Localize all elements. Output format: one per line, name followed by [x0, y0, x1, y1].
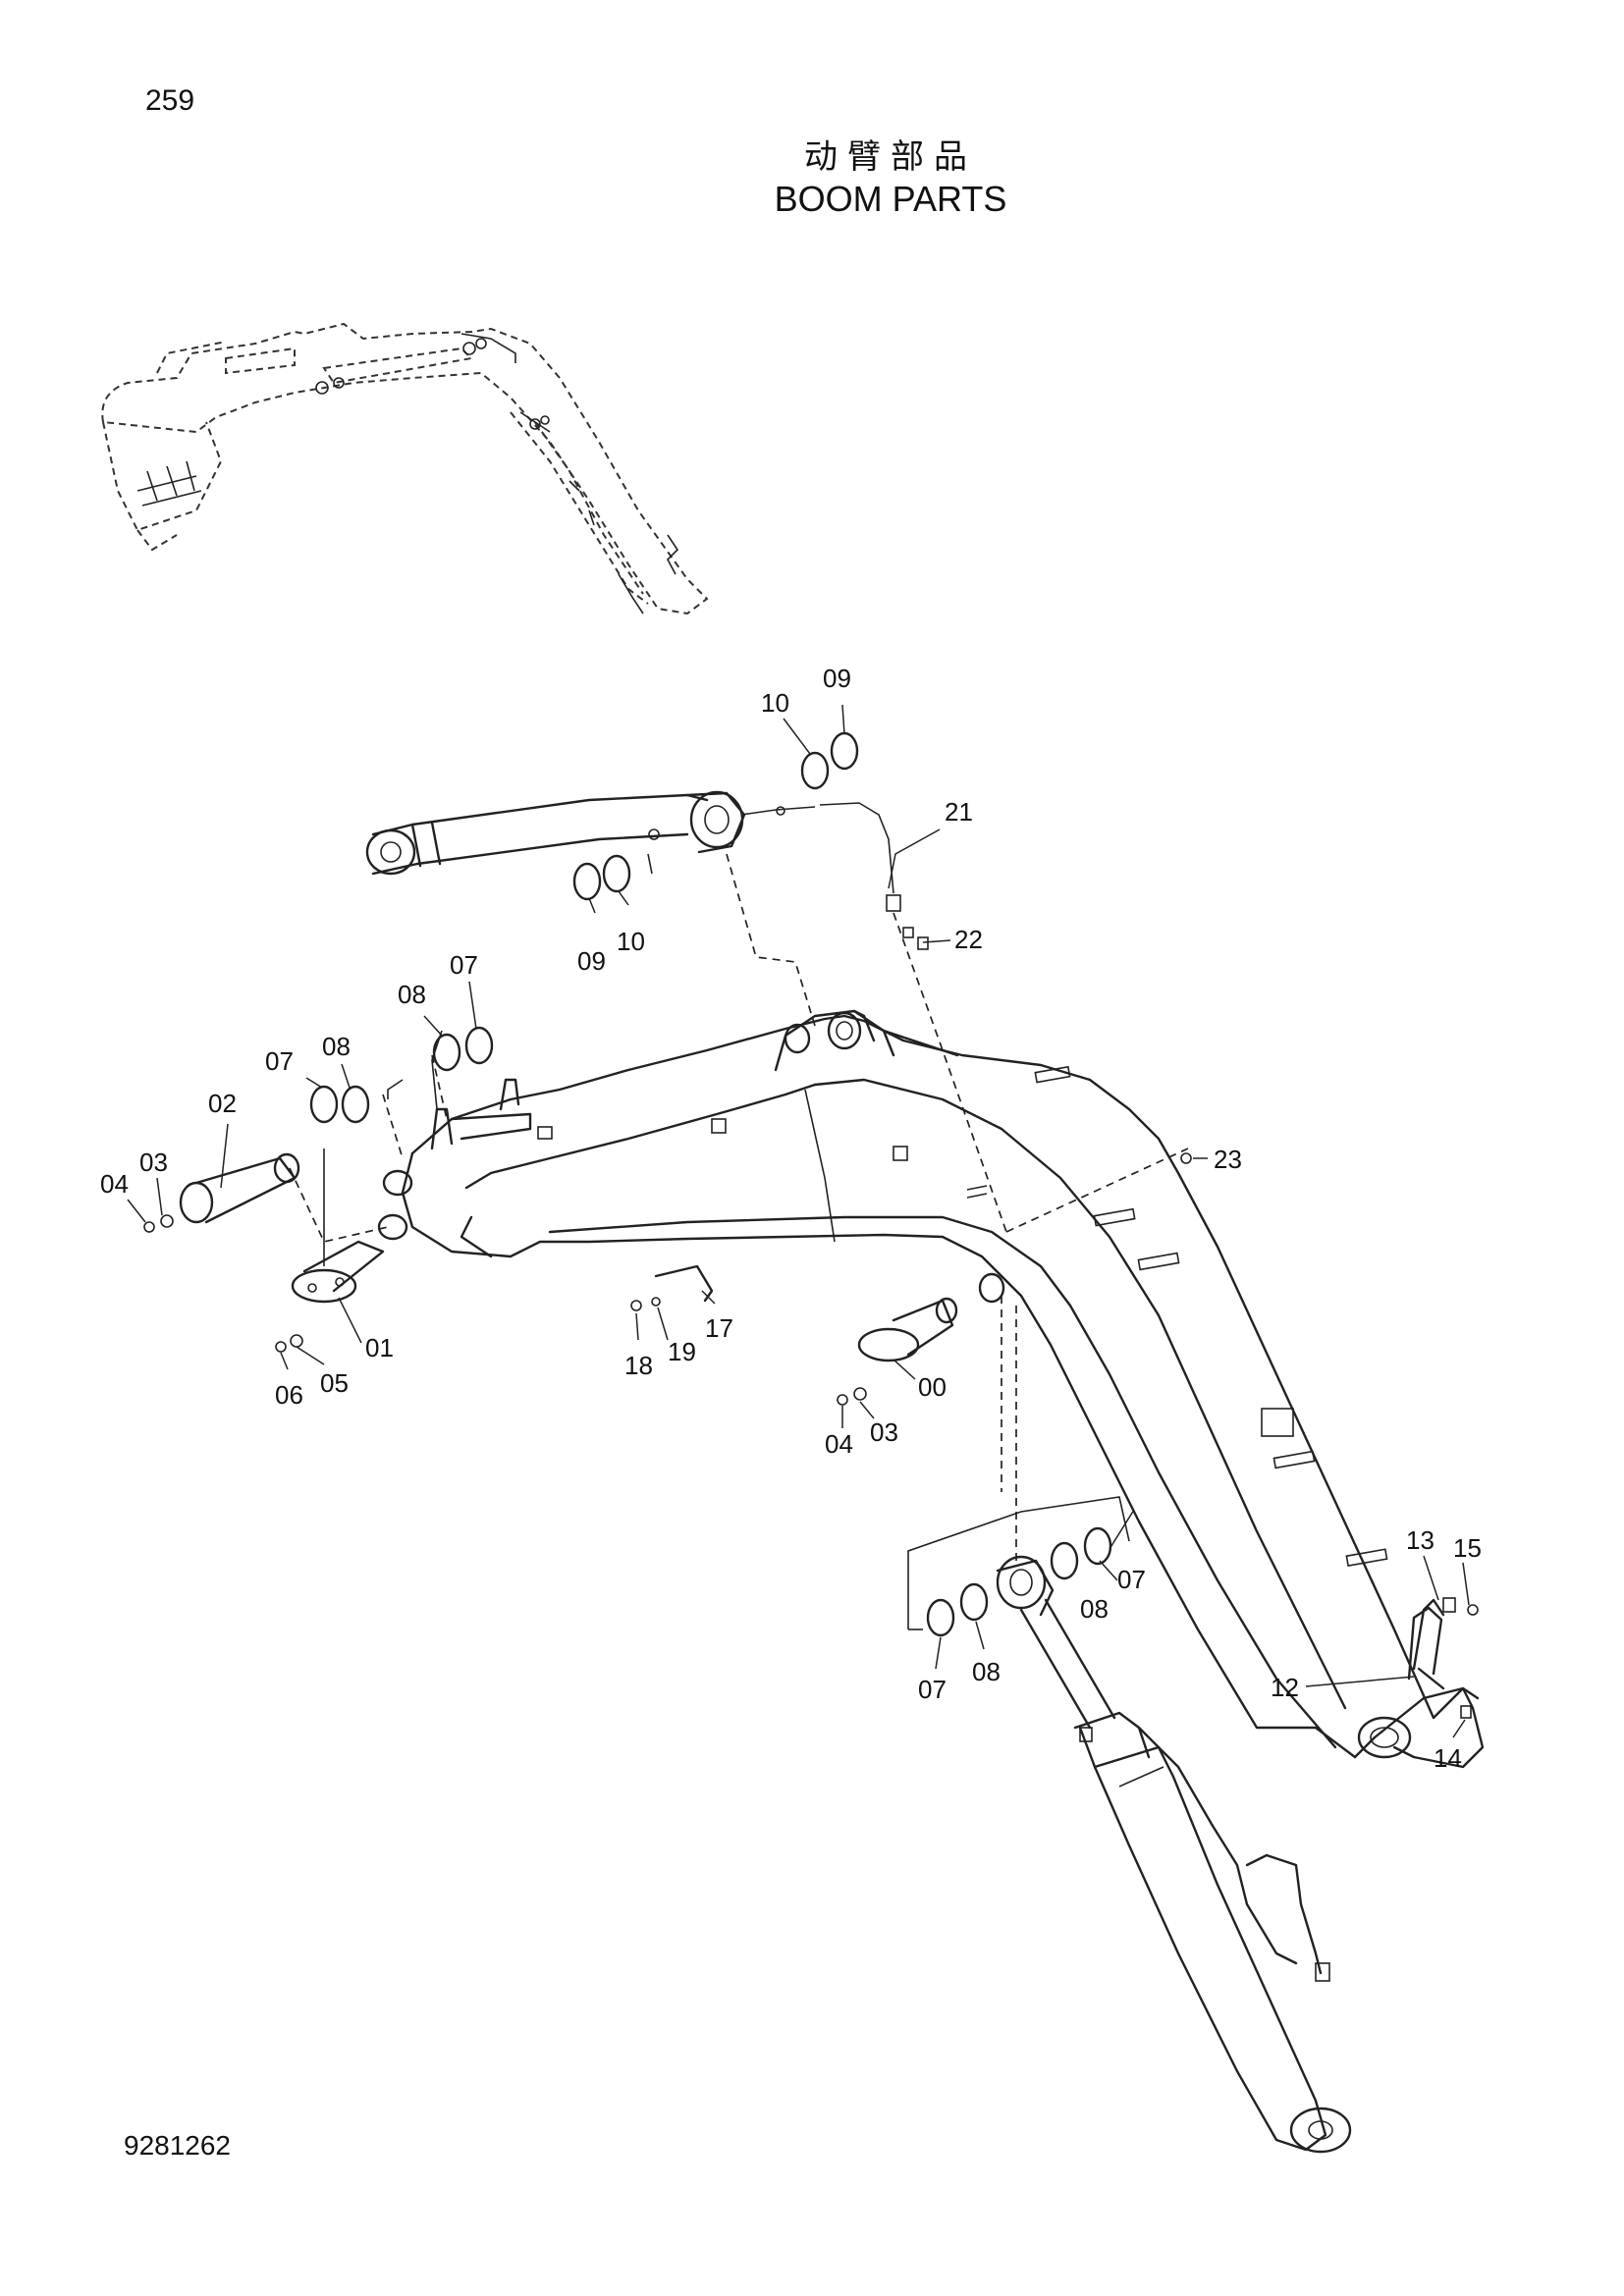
callout-21: 21	[945, 797, 973, 827]
callout-07-d: 07	[918, 1675, 947, 1704]
callout-08-d: 08	[972, 1657, 1001, 1686]
callout-19: 19	[668, 1337, 696, 1366]
callout-09-mid: 09	[577, 946, 606, 976]
callout-03-a: 03	[139, 1148, 168, 1177]
callout-15: 15	[1453, 1533, 1482, 1563]
page-number: 259	[145, 84, 195, 117]
callout-17: 17	[705, 1313, 733, 1343]
boom-body	[377, 1009, 1485, 1769]
hardware	[143, 936, 1479, 1616]
assembly-lines	[289, 853, 1189, 1630]
callout-03-b: 03	[870, 1417, 898, 1447]
callout-06: 06	[275, 1380, 303, 1410]
callout-09-top: 09	[823, 664, 851, 693]
callout-08-a: 08	[398, 980, 426, 1009]
callout-22: 22	[954, 925, 983, 954]
callout-07-b: 07	[265, 1046, 294, 1076]
hose	[1407, 1606, 1443, 1681]
title-english: BOOM PARTS	[774, 179, 1007, 219]
title-chinese: 动臂部品	[804, 137, 977, 177]
callout-12: 12	[1271, 1673, 1299, 1702]
pin-01	[291, 1240, 385, 1304]
washers	[309, 731, 1112, 1637]
callout-02: 02	[208, 1089, 237, 1118]
callout-23: 23	[1214, 1145, 1242, 1174]
overview-thumbnail	[101, 322, 709, 615]
callout-01: 01	[365, 1333, 394, 1362]
callout-18: 18	[624, 1351, 653, 1380]
callout-labels: 10 09 21 09 10 22 08 07 07 08 02 04 03 2…	[100, 664, 1482, 1773]
callout-07-c: 07	[1117, 1565, 1146, 1594]
callout-04-a: 04	[100, 1169, 129, 1199]
callout-00: 00	[918, 1372, 947, 1402]
leader-lines	[127, 704, 1470, 1738]
callout-08-c: 08	[1080, 1594, 1109, 1624]
pin-02	[179, 1152, 300, 1224]
boom-cylinder	[996, 1555, 1352, 2154]
callout-13: 13	[1406, 1525, 1435, 1555]
pin-00	[857, 1297, 958, 1362]
callout-04-b: 04	[825, 1429, 853, 1459]
callout-10-top: 10	[761, 688, 789, 718]
callout-14: 14	[1434, 1743, 1462, 1773]
callout-10-mid: 10	[617, 927, 645, 956]
callout-07-a: 07	[450, 950, 478, 980]
callout-05: 05	[320, 1368, 349, 1398]
arm-cylinder	[365, 790, 914, 938]
document-number: 9281262	[124, 2130, 232, 2161]
callout-08-b: 08	[322, 1032, 351, 1061]
